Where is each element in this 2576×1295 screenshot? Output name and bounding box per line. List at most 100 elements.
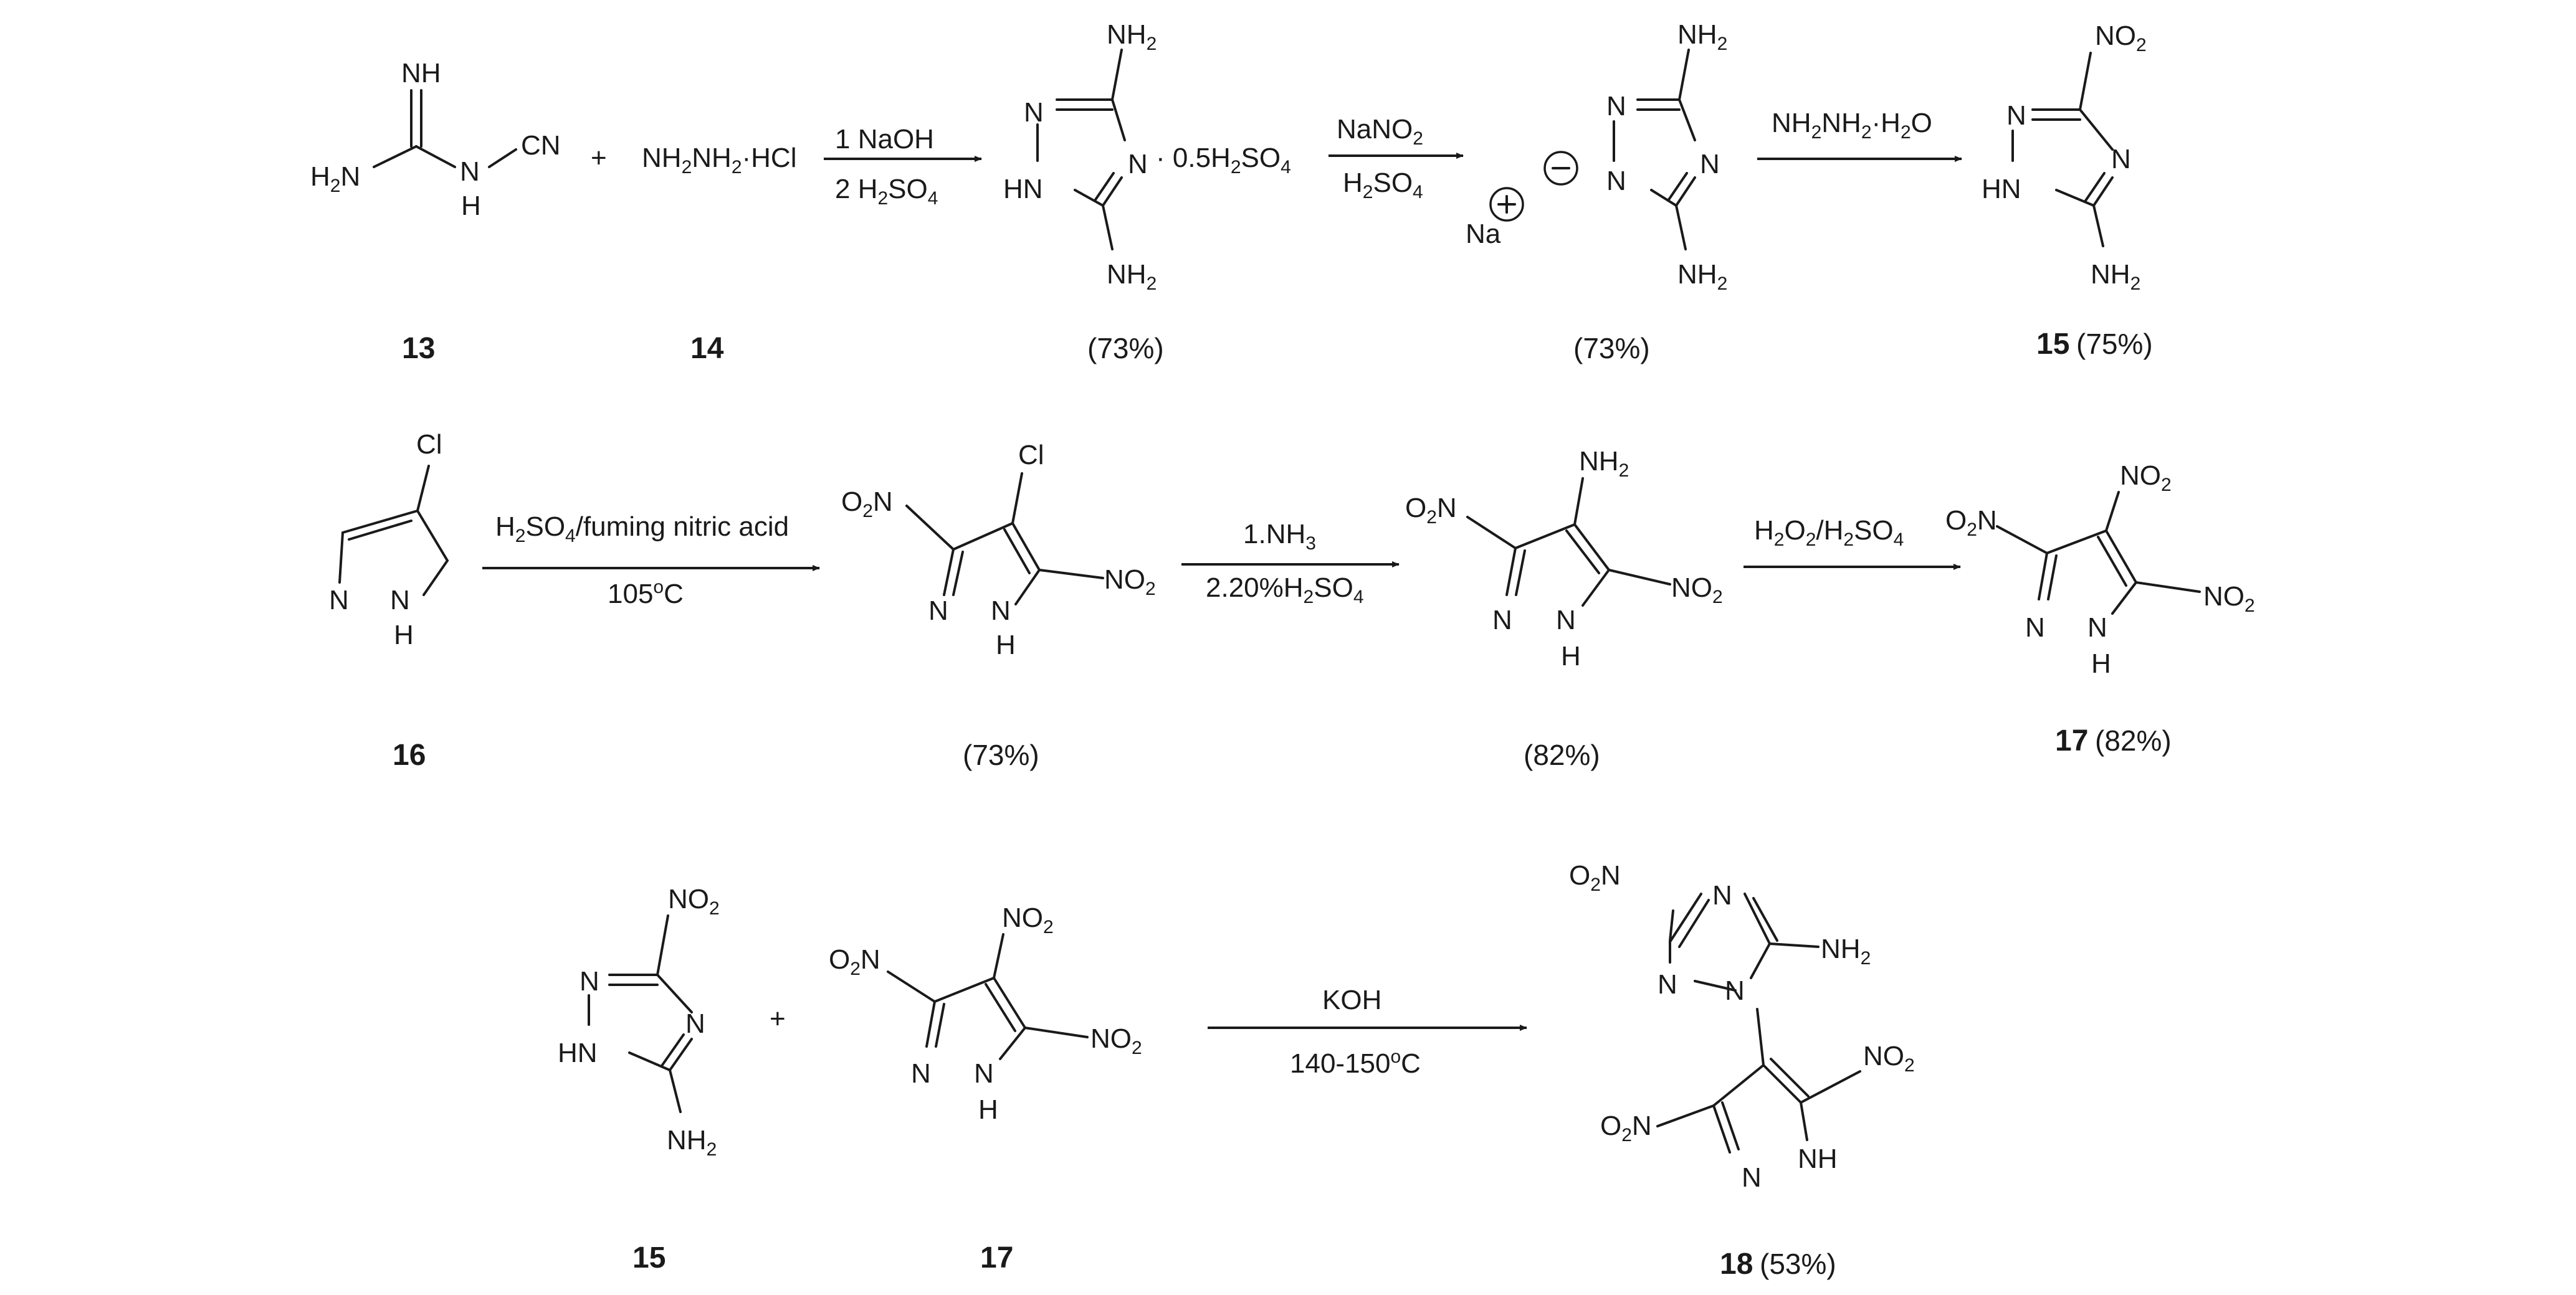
yield-amino: (82%) bbox=[1524, 739, 1600, 771]
triazole-n1-label: N bbox=[580, 966, 599, 997]
arrow-5-condition-top: 1.NH3 bbox=[1243, 519, 1316, 554]
hemisulfate-suffix: · 0.5H2SO4 bbox=[1156, 143, 1291, 178]
compound-17-structure: NO2 O2N NO2 N N H bbox=[1945, 460, 2255, 679]
triazolide-n2-label: N bbox=[1606, 166, 1626, 196]
pyrazole-n-label: N bbox=[2025, 612, 2045, 643]
o2n-label: O2N bbox=[1405, 493, 1457, 528]
amino-bottom-label: NH2 bbox=[1107, 259, 1157, 294]
nitro-top-label: NO2 bbox=[1002, 903, 1054, 937]
negative-charge-icon bbox=[1543, 151, 1578, 186]
triazole-n-label: N bbox=[1725, 975, 1745, 1006]
no2-label: NO2 bbox=[1104, 564, 1156, 599]
compound-number-13: 13 bbox=[402, 332, 435, 365]
arrow-2-condition-bottom: H2SO4 bbox=[1343, 168, 1423, 202]
compound-number-17: 17 bbox=[2055, 724, 2088, 757]
o2n-label: O2N bbox=[1600, 1111, 1652, 1146]
cyano-label: CN bbox=[521, 130, 561, 161]
arrow-1-condition-top: 1 NaOH bbox=[835, 124, 934, 154]
compound-number-18: 18 bbox=[1720, 1248, 1753, 1281]
amino-label: NH2 bbox=[667, 1125, 717, 1160]
positive-charge-icon bbox=[1489, 187, 1524, 222]
triazole-hn-label: HN bbox=[1982, 174, 2021, 204]
triazole-n4-label: N bbox=[1128, 149, 1148, 179]
amine-h-label: H bbox=[461, 191, 481, 221]
o2n-label: O2N bbox=[1569, 860, 1621, 895]
pyrazole-h-label: H bbox=[996, 630, 1016, 660]
yield-chloro: (73%) bbox=[963, 739, 1039, 771]
triazole-n-label: N bbox=[1658, 969, 1677, 1000]
amino-label: NH2 bbox=[2091, 259, 2140, 294]
yield-15: (75%) bbox=[2076, 328, 2153, 360]
pyrazole-n-label: N bbox=[974, 1058, 994, 1089]
compound-13-structure: NH H2N N H CN bbox=[310, 58, 561, 221]
pyrazole-h-label: H bbox=[394, 620, 414, 650]
pyrazole-n-label: N bbox=[390, 585, 410, 615]
h2n-label: H2N bbox=[310, 161, 360, 196]
pyrazole-n-label: N bbox=[1742, 1162, 1762, 1193]
nitro-label: NO2 bbox=[668, 884, 720, 919]
compound-number-14: 14 bbox=[690, 332, 724, 365]
compound-number-15: 15 bbox=[632, 1241, 665, 1274]
pyrazole-h-label: H bbox=[1561, 641, 1581, 671]
chloro-label: Cl bbox=[1018, 440, 1044, 470]
pyrazole-n-label: N bbox=[1556, 605, 1576, 635]
nitro-label: NO2 bbox=[2095, 21, 2147, 55]
compound-14-formula: NH2NH2·HCl bbox=[642, 143, 796, 178]
triazolide-n4-label: N bbox=[1700, 149, 1720, 179]
compound-17-structure: NO2 O2N NO2 N N H bbox=[829, 903, 1142, 1125]
arrow-5-condition-bottom: 2.20%H2SO4 bbox=[1206, 572, 1364, 607]
no2-label: NO2 bbox=[1671, 572, 1723, 607]
yield-sodium-salt: (73%) bbox=[1573, 332, 1650, 364]
nitro-top-label: NO2 bbox=[2120, 460, 2172, 495]
pyrazole-n-label: N bbox=[329, 585, 349, 615]
plus-sign: + bbox=[591, 143, 607, 173]
no2-label: NO2 bbox=[1090, 1023, 1142, 1058]
arrow-7-condition-top: KOH bbox=[1322, 985, 1381, 1015]
triazolide-n1-label: N bbox=[1606, 91, 1626, 121]
arrow-7-condition-bottom: 140-150oC bbox=[1290, 1046, 1421, 1079]
diaminotriazole-salt-structure: N HN N NH2 NH2 · 0.5H2SO4 bbox=[1003, 19, 1291, 294]
amino-dinitropyrazole-structure: NH2 O2N NO2 N N H bbox=[1405, 446, 1723, 671]
pyrazole-n-label: N bbox=[928, 595, 948, 626]
pyrazole-n-label: N bbox=[1492, 605, 1512, 635]
compound-15-structure: NO2 N HN N NH2 bbox=[558, 884, 720, 1160]
o2n-label: O2N bbox=[841, 486, 893, 521]
amino-label: NH2 bbox=[1579, 446, 1629, 481]
no2-label: NO2 bbox=[1863, 1041, 1915, 1076]
chloro-dinitropyrazole-structure: Cl O2N NO2 N N H bbox=[841, 440, 1156, 660]
pyrazole-nh-label: NH bbox=[1798, 1144, 1838, 1174]
o2n-label: O2N bbox=[829, 944, 880, 979]
pyrazole-n-label: N bbox=[2087, 612, 2107, 643]
pyrazole-h-label: H bbox=[978, 1094, 998, 1125]
compound-18-structure: O2N N N N NH2 NO2 O2N N NH bbox=[1569, 860, 1915, 1193]
compound-number-15: 15 bbox=[2036, 328, 2069, 361]
sodium-triazolide-structure: Na N N N NH2 NH2 bbox=[1466, 19, 1727, 294]
triazole-n-label: N bbox=[1712, 880, 1732, 911]
triazole-hn-label: HN bbox=[558, 1038, 598, 1068]
no2-label: NO2 bbox=[2203, 581, 2255, 616]
imine-nh-label: NH bbox=[401, 58, 441, 88]
row-2: Cl N N H H2SO4/fuming nitric acid 105oC … bbox=[329, 429, 2255, 772]
compound-16-structure: Cl N N H bbox=[329, 429, 449, 650]
row-3: NO2 N HN N NH2 + NO2 O2N NO2 N N H K bbox=[558, 860, 1915, 1281]
sodium-label: Na bbox=[1466, 219, 1501, 249]
triazole-hn-label: HN bbox=[1003, 174, 1043, 204]
triazole-n4-label: N bbox=[2111, 144, 2131, 174]
amino-bottom-label: NH2 bbox=[1677, 259, 1727, 294]
yield-18: (53%) bbox=[1760, 1248, 1836, 1280]
triazole-n1-label: N bbox=[1024, 97, 1044, 128]
pyrazole-h-label: H bbox=[2091, 648, 2111, 679]
compound-number-17: 17 bbox=[980, 1241, 1013, 1274]
amino-top-label: NH2 bbox=[1107, 19, 1157, 54]
chloro-label: Cl bbox=[416, 429, 442, 460]
compound-15-structure: NO2 N HN N NH2 bbox=[1982, 21, 2147, 294]
arrow-6-condition-top: H2O2/H2SO4 bbox=[1754, 515, 1904, 550]
arrow-4-condition-bottom: 105oC bbox=[608, 577, 684, 609]
amino-label: NH2 bbox=[1821, 934, 1871, 969]
arrow-3-condition-top: NH2NH2·H2O bbox=[1772, 108, 1932, 143]
yield-17: (82%) bbox=[2095, 724, 2172, 757]
pyrazole-n-label: N bbox=[991, 595, 1011, 626]
amino-top-label: NH2 bbox=[1677, 19, 1727, 54]
row-1: NH H2N N H CN + NH2NH2·HCl 1 NaOH 2 H2SO… bbox=[310, 19, 2153, 365]
